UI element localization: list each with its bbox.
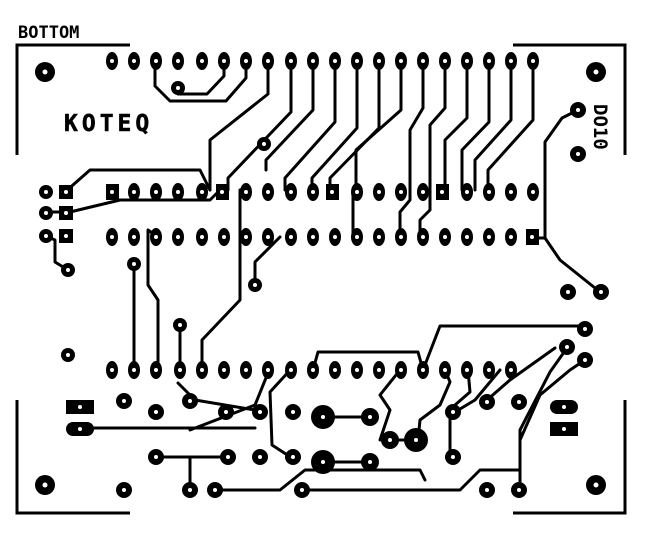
brand-logo: KOTEQ: [64, 111, 153, 138]
main-ic-footprint: [106, 183, 539, 246]
left-connector-pads: [66, 400, 94, 436]
top-header-pads: [106, 52, 539, 70]
via-pads: [61, 81, 609, 498]
right-connector-pads: [550, 400, 578, 436]
side-code-label: DO10: [589, 104, 611, 150]
copper-traces: [44, 59, 602, 492]
board-outline: [15, 43, 627, 515]
mounting-holes: [35, 62, 606, 495]
layer-label: BOTTOM: [18, 23, 79, 43]
svg-text:KOTEQ: KOTEQ: [64, 111, 153, 137]
lower-ic-pads: [106, 361, 517, 379]
left-header-pads: [39, 185, 75, 277]
svg-text:DO10: DO10: [589, 104, 611, 150]
